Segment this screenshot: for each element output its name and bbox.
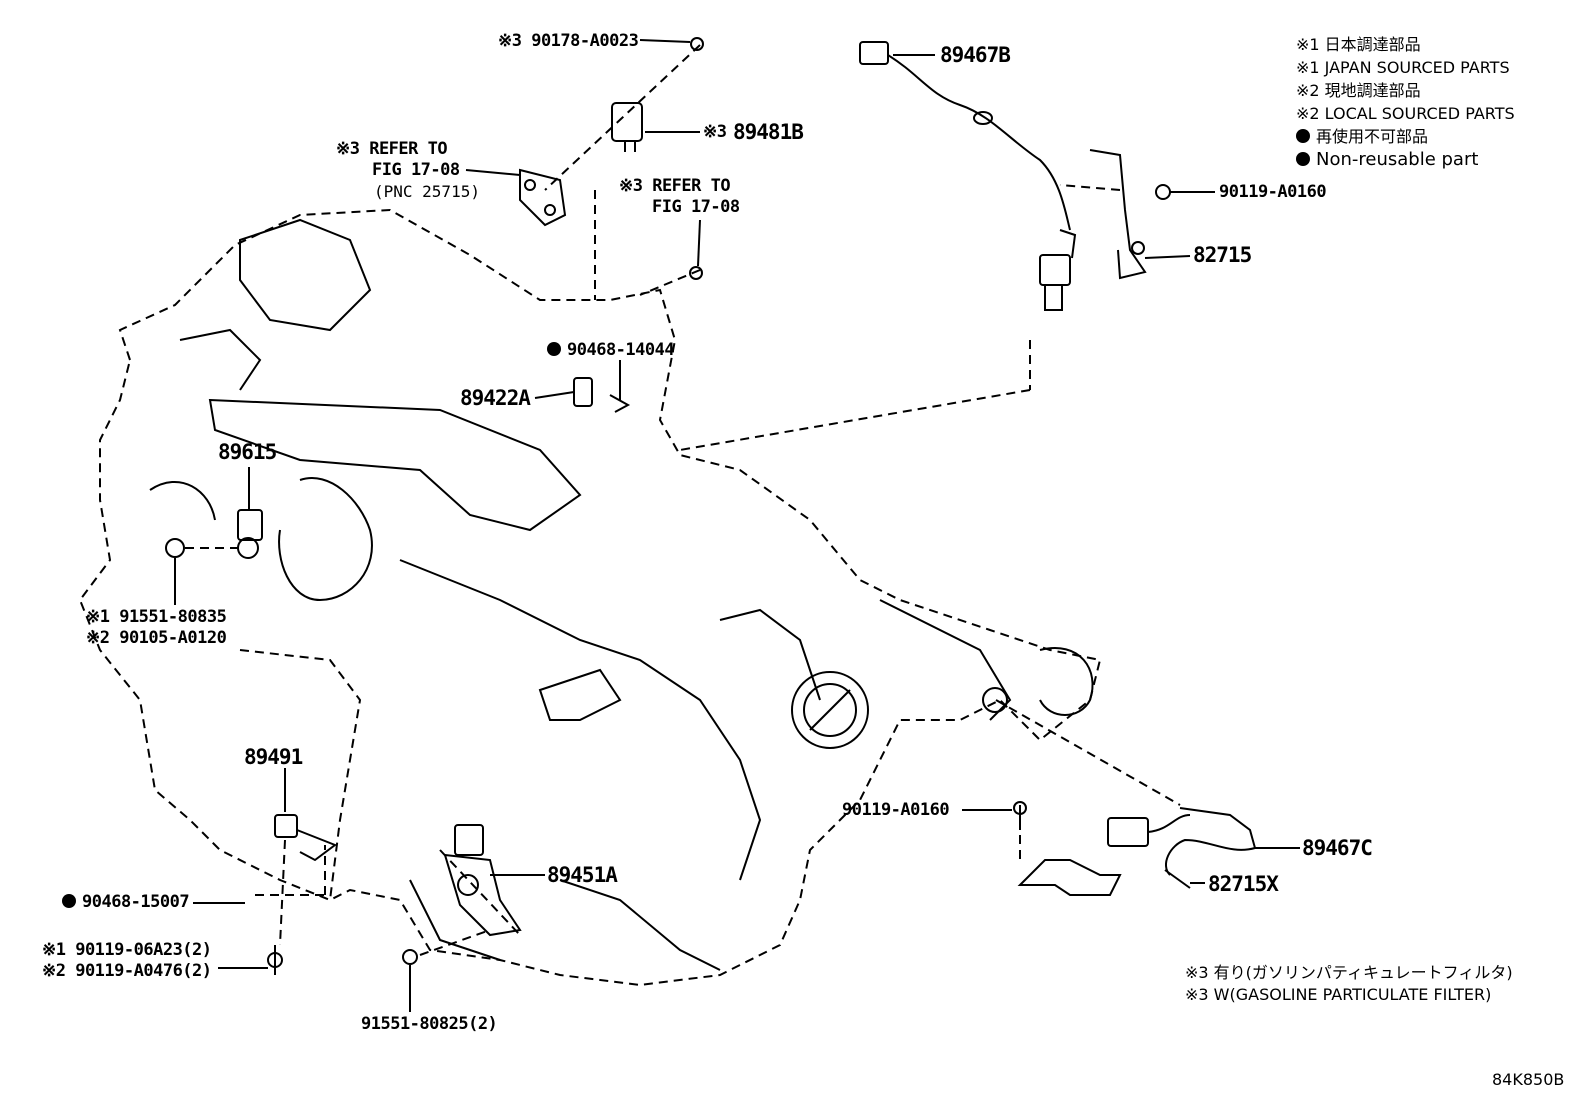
bullet-icon: [547, 342, 561, 356]
label-89481b[interactable]: 89481B: [733, 120, 804, 144]
label-90468-14044[interactable]: 90468-14044: [547, 340, 675, 360]
label-89451a[interactable]: 89451A: [547, 863, 618, 887]
label-89481b-mark: ※3: [703, 122, 727, 142]
bracket-82715-sketch: [1089, 149, 1171, 280]
label-91551-80835[interactable]: ※1 91551-80835: [86, 607, 227, 627]
nut-refer-sketch: [689, 266, 703, 280]
footnote-en: ※3 W(GASOLINE PARTICULATE FILTER): [1185, 985, 1492, 1004]
legend: ※1 日本調達部品 ※1 JAPAN SOURCED PARTS ※2 現地調達…: [1296, 33, 1515, 171]
label-90119-a0160-top[interactable]: 90119-A0160: [1219, 182, 1327, 202]
label-82715[interactable]: 82715: [1193, 243, 1252, 267]
label-refer-fig-2-b[interactable]: FIG 17-08: [652, 197, 740, 217]
legend-japan-jp: ※1 日本調達部品: [1296, 35, 1421, 54]
label-89422a[interactable]: 89422A: [460, 386, 531, 410]
sensor-89481b-sketch: [611, 102, 643, 152]
footnote: ※3 有り(ガソリンパティキュレートフィルタ) ※3 W(GASOLINE PA…: [1185, 962, 1513, 1006]
label-refer-pnc: (PNC 25715): [374, 182, 480, 201]
bullet-icon: [1296, 129, 1310, 143]
label-82715x[interactable]: 82715X: [1208, 872, 1279, 896]
label-90119-06a23[interactable]: ※1 90119-06A23(2): [42, 940, 212, 960]
label-90119-a0160-bottom[interactable]: 90119-A0160: [842, 800, 950, 820]
oxygen-sensor-89467b-sketch: [859, 41, 1077, 311]
legend-local-jp: ※2 現地調達部品: [1296, 81, 1421, 100]
label-89615[interactable]: 89615: [218, 440, 277, 464]
label-89467c[interactable]: 89467C: [1302, 836, 1373, 860]
diagram-code: 84K850B: [1492, 1070, 1565, 1089]
legend-local-en: ※2 LOCAL SOURCED PARTS: [1296, 104, 1515, 123]
label-refer-fig-2[interactable]: ※3 REFER TO: [619, 176, 731, 196]
label-90468-15007[interactable]: 90468-15007: [62, 892, 190, 912]
leader-lines: [185, 44, 1181, 956]
legend-nonreusable-en: Non-reusable part: [1296, 148, 1515, 171]
legend-nonreusable-jp: 再使用不可部品: [1296, 125, 1515, 148]
callout-lines: [174, 39, 1300, 1012]
bracket-82715x-sketch: [1013, 801, 1122, 896]
label-89467b[interactable]: 89467B: [940, 43, 1011, 67]
label-90119-a0476[interactable]: ※2 90119-A0476(2): [42, 961, 212, 981]
label-90105-a0120[interactable]: ※2 90105-A0120: [86, 628, 227, 648]
legend-japan-en: ※1 JAPAN SOURCED PARTS: [1296, 58, 1510, 77]
bracket-sketch: [519, 168, 567, 227]
label-refer-fig-1-b[interactable]: FIG 17-08: [372, 160, 460, 180]
label-refer-fig-1[interactable]: ※3 REFER TO: [336, 139, 448, 159]
label-89491[interactable]: 89491: [244, 745, 303, 769]
engine-outline: [78, 208, 1102, 987]
label-91551-80825[interactable]: 91551-80825(2): [361, 1014, 498, 1034]
nut-90178-sketch: [690, 37, 704, 51]
sensor-89491-sketch: [267, 814, 338, 975]
bullet-icon: [62, 894, 76, 908]
footnote-jp: ※3 有り(ガソリンパティキュレートフィルタ): [1185, 963, 1513, 982]
switch-89451a-sketch: [402, 824, 522, 965]
oxygen-sensor-89467c-sketch: [1107, 807, 1257, 889]
label-90178-a0023[interactable]: ※3 90178-A0023: [498, 31, 639, 51]
bullet-icon: [1296, 152, 1310, 166]
